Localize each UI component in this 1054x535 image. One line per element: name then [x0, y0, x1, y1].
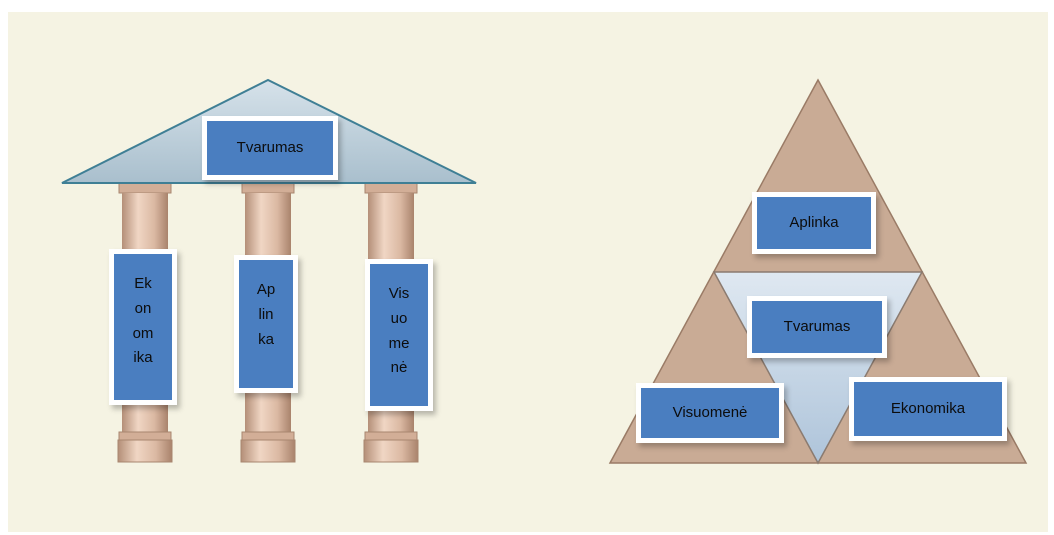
pillar-label-environment: Ap lin ka — [234, 255, 298, 393]
pyramid-top-label: Aplinka — [752, 192, 876, 254]
temple-roof-label: Tvarumas — [202, 116, 338, 180]
pyramid-bottom-left-label: Visuomenė — [636, 383, 784, 443]
pillar-label-economy: Ek on om ika — [109, 249, 177, 405]
pyramid-bottom-right-label: Ekonomika — [849, 377, 1007, 441]
pyramid-center-label: Tvarumas — [747, 296, 887, 358]
pillar-label-society: Vis uo me nė — [365, 259, 433, 411]
